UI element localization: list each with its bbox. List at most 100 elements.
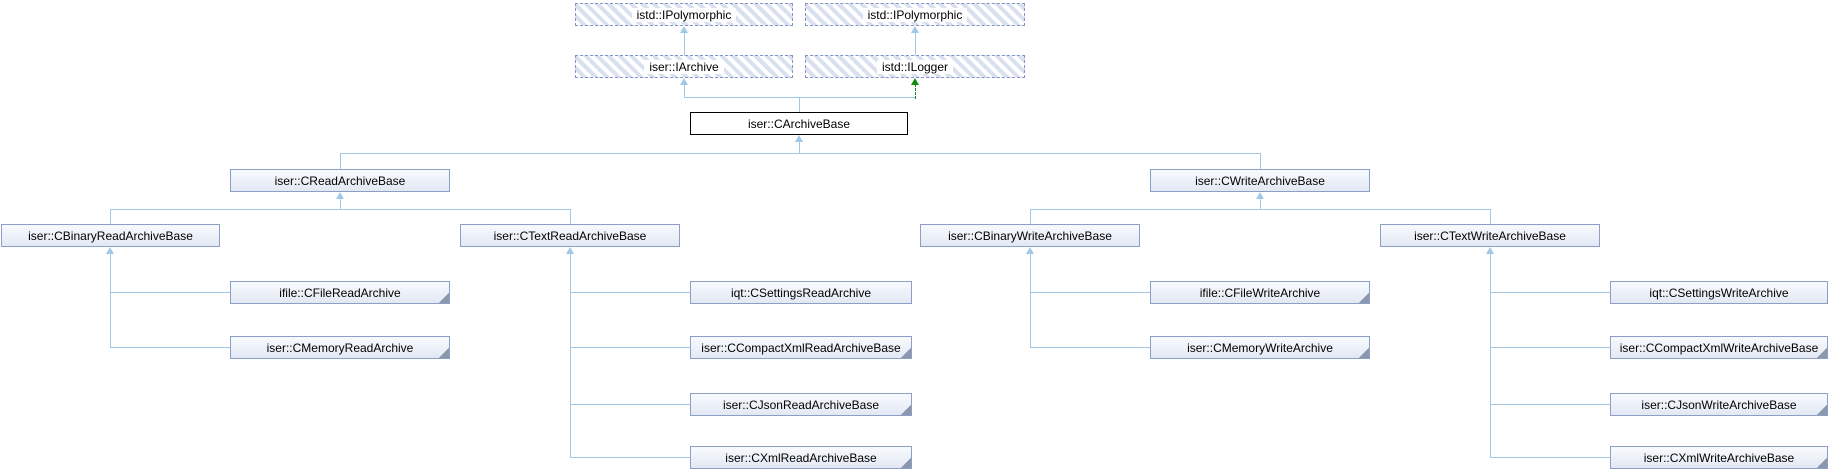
node-iser-cjsonwritearchivebase[interactable]: iser::CJsonWriteArchiveBase bbox=[1610, 393, 1828, 416]
node-iqt-csettingsreadarchive[interactable]: iqt::CSettingsReadArchive bbox=[690, 281, 912, 304]
inheritance-edge bbox=[684, 97, 916, 98]
node-iser-cbinarywritearchivebase[interactable]: iser::CBinaryWriteArchiveBase bbox=[920, 224, 1140, 247]
arrowhead-up-icon bbox=[106, 247, 114, 254]
inheritance-edge bbox=[570, 209, 571, 224]
class-name-label: istd::IPolymorphic bbox=[862, 7, 968, 22]
node-istd-ilogger[interactable]: istd::ILogger bbox=[805, 55, 1025, 78]
inheritance-edge bbox=[1260, 198, 1261, 209]
class-name-label: iser::CWriteArchiveBase bbox=[1195, 173, 1325, 188]
class-name-label: iser::IArchive bbox=[644, 59, 724, 74]
node-iser-cmemoryreadarchive[interactable]: iser::CMemoryReadArchive bbox=[230, 336, 450, 359]
truncated-corner-icon bbox=[1359, 348, 1369, 358]
node-iser-ctextreadarchivebase[interactable]: iser::CTextReadArchiveBase bbox=[460, 224, 680, 247]
arrowhead-up-icon bbox=[680, 26, 688, 33]
class-name-label: ifile::CFileReadArchive bbox=[279, 285, 401, 300]
arrowhead-up-icon bbox=[1256, 192, 1264, 199]
inheritance-edge bbox=[1030, 209, 1031, 224]
inheritance-edge bbox=[1030, 347, 1150, 348]
arrowhead-up-icon bbox=[336, 192, 344, 199]
node-iser-ccompactxmlwritearchivebase[interactable]: iser::CCompactXmlWriteArchiveBase bbox=[1610, 336, 1828, 359]
class-name-label: istd::IPolymorphic bbox=[631, 7, 737, 22]
inheritance-edge bbox=[1030, 209, 1491, 210]
inheritance-edge bbox=[340, 153, 1261, 154]
truncated-corner-icon bbox=[901, 348, 911, 358]
inheritance-edge bbox=[1490, 404, 1610, 405]
node-iser-carchivebase-current: iser::CArchiveBase bbox=[690, 112, 908, 135]
inheritance-edge bbox=[570, 404, 690, 405]
class-name-label: iser::CTextReadArchiveBase bbox=[493, 228, 647, 243]
node-iser-creadarchivebase[interactable]: iser::CReadArchiveBase bbox=[230, 169, 450, 192]
arrowhead-up-icon bbox=[795, 135, 803, 142]
inheritance-edge bbox=[684, 84, 685, 97]
class-name-label: iser::CMemoryWriteArchive bbox=[1187, 340, 1333, 355]
node-iser-iarchive[interactable]: iser::IArchive bbox=[575, 55, 793, 78]
node-iser-cwritearchivebase[interactable]: iser::CWriteArchiveBase bbox=[1150, 169, 1370, 192]
inheritance-edge bbox=[1030, 292, 1150, 293]
inheritance-edge bbox=[110, 209, 111, 224]
inheritance-edge bbox=[340, 153, 341, 169]
node-iser-cmemorywritearchive[interactable]: iser::CMemoryWriteArchive bbox=[1150, 336, 1370, 359]
inheritance-edge bbox=[1490, 457, 1610, 458]
class-name-label: istd::ILogger bbox=[876, 59, 954, 74]
class-name-label: iser::CBinaryWriteArchiveBase bbox=[948, 228, 1112, 243]
inheritance-edge bbox=[570, 457, 690, 458]
node-iser-cbinaryreadarchivebase[interactable]: iser::CBinaryReadArchiveBase bbox=[1, 224, 220, 247]
protected-inheritance-edge bbox=[915, 84, 916, 99]
inheritance-edge bbox=[570, 347, 690, 348]
node-istd-ipolymorphic-left[interactable]: istd::IPolymorphic bbox=[575, 3, 793, 26]
class-name-label: iser::CXmlWriteArchiveBase bbox=[1643, 450, 1795, 465]
node-ifile-cfilereadarchive[interactable]: ifile::CFileReadArchive bbox=[230, 281, 450, 304]
arrowhead-up-icon bbox=[1026, 247, 1034, 254]
class-name-label: iser::CJsonReadArchiveBase bbox=[722, 397, 880, 412]
truncated-corner-icon bbox=[439, 348, 449, 358]
node-iser-ctextwritearchivebase[interactable]: iser::CTextWriteArchiveBase bbox=[1380, 224, 1600, 247]
inheritance-edge bbox=[1490, 253, 1491, 457]
class-name-label: iser::CCompactXmlReadArchiveBase bbox=[701, 340, 901, 355]
inheritance-edge bbox=[110, 292, 230, 293]
inheritance-edge bbox=[110, 347, 230, 348]
node-iser-ccompactxmlreadarchivebase[interactable]: iser::CCompactXmlReadArchiveBase bbox=[690, 336, 912, 359]
inheritance-edge bbox=[1260, 153, 1261, 169]
class-name-label: iser::CTextWriteArchiveBase bbox=[1414, 228, 1566, 243]
class-name-label: iser::CBinaryReadArchiveBase bbox=[28, 228, 193, 243]
inheritance-edge bbox=[570, 292, 690, 293]
inheritance-edge bbox=[340, 198, 341, 209]
node-iser-cxmlwritearchivebase[interactable]: iser::CXmlWriteArchiveBase bbox=[1610, 446, 1828, 469]
class-name-label: iser::CCompactXmlWriteArchiveBase bbox=[1619, 340, 1819, 355]
node-iser-cjsonreadarchivebase[interactable]: iser::CJsonReadArchiveBase bbox=[690, 393, 912, 416]
node-ifile-cfilewritearchive[interactable]: ifile::CFileWriteArchive bbox=[1150, 281, 1370, 304]
truncated-corner-icon bbox=[901, 458, 911, 468]
inheritance-edge bbox=[1490, 347, 1610, 348]
arrowhead-up-icon bbox=[566, 247, 574, 254]
class-name-label: iser::CReadArchiveBase bbox=[274, 173, 406, 188]
inheritance-edge bbox=[1030, 253, 1031, 347]
class-name-label: iqt::CSettingsWriteArchive bbox=[1649, 285, 1789, 300]
node-iqt-csettingswritearchive[interactable]: iqt::CSettingsWriteArchive bbox=[1610, 281, 1828, 304]
truncated-corner-icon bbox=[1817, 348, 1827, 358]
arrowhead-up-icon bbox=[1486, 247, 1494, 254]
inheritance-edge bbox=[110, 253, 111, 347]
arrowhead-up-icon bbox=[911, 26, 919, 33]
inheritance-edge bbox=[799, 141, 800, 153]
inheritance-edge bbox=[799, 97, 800, 112]
truncated-corner-icon bbox=[901, 405, 911, 415]
arrowhead-up-icon bbox=[680, 78, 688, 85]
inheritance-edge bbox=[110, 209, 571, 210]
truncated-corner-icon bbox=[1817, 405, 1827, 415]
node-istd-ipolymorphic-right[interactable]: istd::IPolymorphic bbox=[805, 3, 1025, 26]
class-name-label: iser::CArchiveBase bbox=[747, 116, 851, 131]
class-name-label: ifile::CFileWriteArchive bbox=[1199, 285, 1321, 300]
truncated-corner-icon bbox=[1359, 293, 1369, 303]
truncated-corner-icon bbox=[439, 293, 449, 303]
inheritance-edge bbox=[570, 253, 571, 457]
class-name-label: iser::CMemoryReadArchive bbox=[266, 340, 414, 355]
inheritance-edge bbox=[915, 33, 916, 55]
arrowhead-up-icon bbox=[911, 78, 919, 85]
inheritance-edge bbox=[684, 33, 685, 55]
class-name-label: iser::CJsonWriteArchiveBase bbox=[1641, 397, 1797, 412]
class-name-label: iser::CXmlReadArchiveBase bbox=[725, 450, 877, 465]
inheritance-edge bbox=[1490, 292, 1610, 293]
node-iser-cxmlreadarchivebase[interactable]: iser::CXmlReadArchiveBase bbox=[690, 446, 912, 469]
truncated-corner-icon bbox=[1817, 458, 1827, 468]
